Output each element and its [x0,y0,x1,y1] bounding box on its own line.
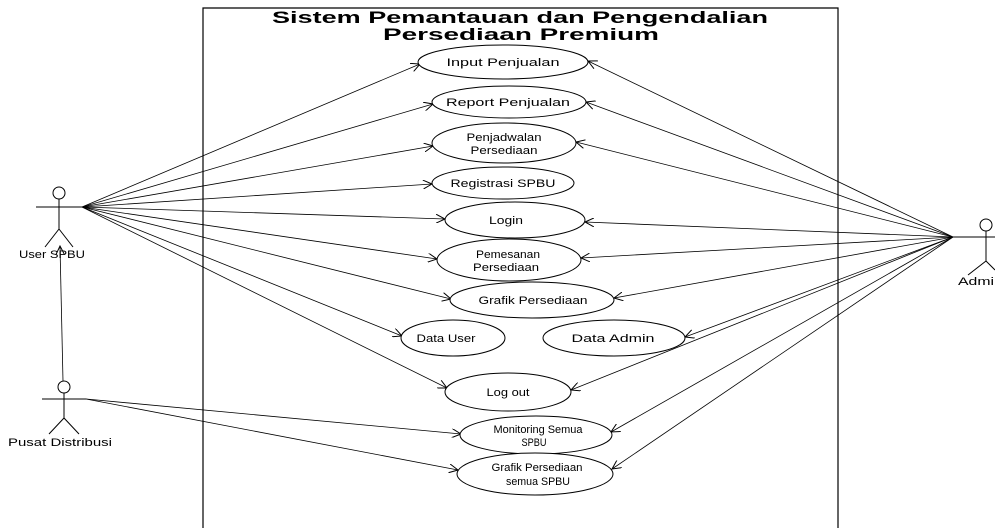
assoc-admin-input-penjualan [588,61,954,238]
assoc-admin-login [585,222,954,238]
assoc-user-spbu-input-penjualan [81,64,420,208]
use-case-report-penjualan: Report Penjualan [431,85,587,119]
use-case-ellipse [444,201,586,239]
use-case-label: Log out [487,387,530,399]
use-case-ellipse [456,452,614,496]
assoc-admin-data-admin [685,236,954,337]
use-case-label-line-1: Grafik Persediaan [492,462,583,474]
user-spbu-associations [81,64,451,388]
use-case-label-line-1: Penjadwalan [467,132,542,144]
actor-label: User SPBU [19,249,85,261]
system-title-line-2: Persediaan Premium [383,25,659,44]
assoc-admin-grafik-persediaan [614,236,954,298]
assoc-user-spbu-penjadwalan-persediaan [81,146,433,208]
use-case-label: Grafik Persediaan [479,295,588,307]
assoc-admin-log-out [571,236,954,390]
use-case-label: Data User [417,333,476,345]
actor-user-spbu: User SPBU [19,186,85,261]
assoc-pusat-distribusi-grafik-persediaan-semua-spbu [85,398,458,470]
use-case-log-out: Log out [444,372,572,412]
use-case-label: Login [489,215,523,227]
assoc-user-spbu-grafik-persediaan [81,206,451,299]
use-case-ellipse [431,166,575,200]
assoc-user-spbu-data-user [81,206,402,336]
assoc-user-spbu-log-out [81,206,447,388]
use-case-label: Data Admin [572,333,655,345]
assoc-admin-monitoring-semua-spbu [611,236,954,432]
assoc-user-spbu-pemesanan-persediaan [81,206,437,259]
use-case-login: Login [444,201,586,239]
actor-leg-right [58,228,74,248]
system-boundary [202,7,839,528]
use-case-ellipse [400,319,506,357]
use-case-penjadwalan-persediaan: Penjadwalan Persediaan [431,122,577,164]
use-case-input-penjualan: Input Penjualan [417,44,589,80]
use-case-ellipse [431,85,587,119]
assoc-admin-penjadwalan-persediaan [576,142,954,238]
assoc-pusat-distribusi-monitoring-semua-spbu [85,398,461,434]
assoc-user-spbu-login [81,206,445,219]
use-case-ellipse [542,319,686,357]
actor-leg-left [967,260,987,276]
actor-leg-left [48,417,65,435]
use-case-monitoring-semua-spbu: Monitoring Semua SPBU [459,415,613,455]
pusat-distribusi-associations [60,246,461,470]
use-case-ellipse [444,372,572,412]
generalization-pusat-distribusi-user-spbu [60,246,63,382]
admin-associations [571,61,954,469]
use-case-ellipse [417,44,589,80]
actor-leg-right [985,260,995,271]
use-case-ellipse [436,238,582,282]
assoc-admin-grafik-persediaan-semua-spbu [612,236,954,469]
actor-leg-left [44,228,60,248]
actor-pusat-distribusi: Pusat Distribusi [8,380,112,449]
use-case-grafik-persediaan: Grafik Persediaan [449,281,615,319]
assoc-admin-report-penjualan [586,102,954,238]
use-case-label: Report Penjualan [446,97,570,109]
actor-leg-right [63,417,80,435]
use-case-registrasi-spbu: Registrasi SPBU [431,166,575,200]
actor-admin: Admi [953,218,995,288]
assoc-admin-pemesanan-persediaan [581,236,954,258]
actor-head [52,186,66,200]
use-case-label-line-2: SPBU [522,437,547,449]
actor-head [57,380,71,394]
use-case-data-user: Data User [400,319,506,357]
use-case-label-line-2: Persediaan [471,145,538,157]
actor-head [979,218,993,232]
use-case-label-line-1: Pemesanan [476,249,540,261]
use-case-grafik-persediaan-semua-spbu: Grafik Persediaan semua SPBU [456,452,614,496]
actor-label: Pusat Distribusi [8,437,112,449]
assoc-user-spbu-registrasi-spbu [81,184,432,208]
use-case-label-line-1: Monitoring Semua [494,424,584,436]
system-title-line-1: Sistem Pemantauan dan Pengendalian [272,8,768,27]
assoc-user-spbu-report-penjualan [81,104,433,208]
use-case-pemesanan-persediaan: Pemesanan Persediaan [436,238,582,282]
use-case-ellipse [449,281,615,319]
actor-label: Admi [958,276,994,288]
use-case-ellipse [431,122,577,164]
use-case-data-admin: Data Admin [542,319,686,357]
use-case-label-line-2: Persediaan [473,262,539,274]
use-case-label: Input Penjualan [447,57,560,69]
use-case-label: Registrasi SPBU [451,178,556,190]
use-case-label-line-2: semua SPBU [506,476,570,488]
